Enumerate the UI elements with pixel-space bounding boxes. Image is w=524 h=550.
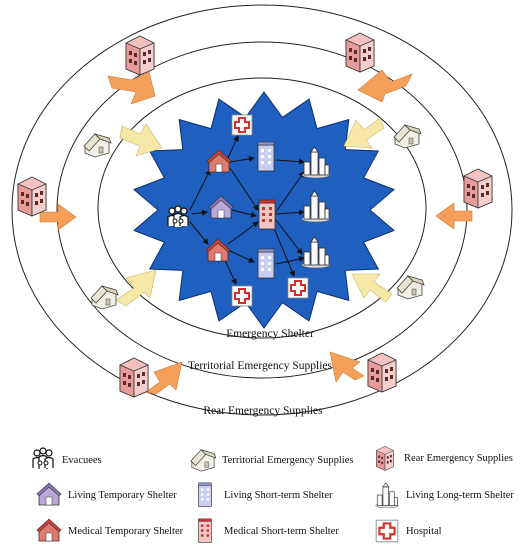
rear-supply-building-icon <box>372 445 398 471</box>
rear-supply-building-icon <box>17 176 47 217</box>
rear-arrow-left <box>39 203 77 231</box>
hospital-icon <box>231 114 253 136</box>
living-short-term-shelter-icon <box>257 141 275 172</box>
territorial-house-icon <box>393 124 422 149</box>
legend-medical-short: Medical Short-term Shelter <box>192 518 339 544</box>
medical-temporary-shelter-icon <box>36 518 62 544</box>
legend-living-long: Living Long-term Shelter <box>374 482 514 508</box>
living-long-term-shelter-icon <box>374 482 400 508</box>
legend-living-temporary: Living Temporary Shelter <box>36 482 177 508</box>
rear-supply-building-icon <box>345 32 375 73</box>
medical-short-term-shelter-icon <box>192 518 218 544</box>
territorial-arrow-bottom-right <box>351 273 393 303</box>
living-short-term-shelter-icon <box>257 248 275 279</box>
legend-medical-temporary-label: Medical Temporary Shelter <box>68 525 184 537</box>
living-temporary-shelter-icon <box>36 482 62 508</box>
rear-supplies-label: Rear Emergency Supplies <box>203 405 323 417</box>
legend-medical-short-label: Medical Short-term Shelter <box>224 525 339 537</box>
rear-supply-building-icon <box>125 35 155 76</box>
legend-living-temporary-label: Living Temporary Shelter <box>68 489 177 501</box>
rear-supply-building-icon <box>119 357 149 398</box>
territorial-arrows <box>115 117 393 307</box>
territorial-arrow-bottom-left <box>115 269 157 307</box>
territorial-house-icon <box>396 275 425 300</box>
legend-living-short: Living Short-term Shelter <box>192 482 332 508</box>
rear-arrow-bottom-left <box>145 361 183 395</box>
territorial-arrow-top-right <box>343 117 385 149</box>
rear-supply-building-icon <box>463 168 493 209</box>
rear-arrow-top-right <box>357 69 413 103</box>
flow-edges <box>189 135 305 285</box>
territorial-house-icon <box>190 447 216 473</box>
hospital-icon <box>287 277 309 299</box>
legend-territorial-label: Territorial Emergency Supplies <box>222 454 354 466</box>
middle-ring <box>56 41 468 379</box>
inner-ring <box>97 77 427 339</box>
territorial-house-icon <box>90 285 119 310</box>
legend-evacuees-label: Evacuees <box>62 454 102 466</box>
emergency-shelter-label: Emergency Shelter <box>226 328 314 340</box>
legend: Evacuees Territorial Emergency Supplies … <box>0 430 524 550</box>
territorial-house-icon <box>83 133 112 158</box>
rear-supply-building-icon <box>367 352 397 393</box>
rear-arrow-top-left <box>107 71 156 105</box>
evacuees-icon <box>167 205 189 228</box>
legend-medical-temporary: Medical Temporary Shelter <box>36 518 183 544</box>
hospital-icon <box>231 285 253 307</box>
evacuees-icon <box>30 447 56 473</box>
legend-hospital-label: Hospital <box>406 525 442 537</box>
legend-rear-label: Rear Emergency Supplies <box>404 452 513 464</box>
legend-rear: Rear Emergency Supplies <box>372 445 513 471</box>
outer-ring <box>11 4 513 416</box>
legend-hospital: Hospital <box>374 518 442 544</box>
rear-arrows <box>39 69 473 395</box>
territorial-arrow-top-left <box>119 123 163 157</box>
legend-living-short-label: Living Short-term Shelter <box>224 489 333 501</box>
rear-arrow-bottom-right <box>329 351 365 383</box>
medical-short-term-shelter-icon <box>258 199 276 230</box>
legend-living-long-label: Living Long-term Shelter <box>406 489 514 501</box>
territorial-supplies-label: Territorial Emergency Supplies <box>188 360 332 372</box>
living-short-term-shelter-icon <box>192 482 218 508</box>
rear-arrow-right <box>435 202 473 230</box>
legend-evacuees: Evacuees <box>30 447 102 473</box>
hospital-icon <box>374 518 400 544</box>
legend-territorial: Territorial Emergency Supplies <box>190 447 353 473</box>
